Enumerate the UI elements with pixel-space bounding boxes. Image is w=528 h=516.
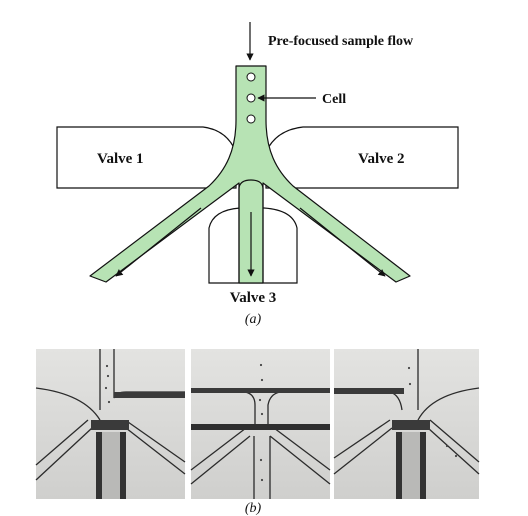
left-outlet-arrow — [116, 208, 201, 276]
flow-label: Pre-focused sample flow — [268, 34, 414, 49]
cell-3 — [247, 115, 255, 123]
panel-a-caption: (a) — [245, 312, 262, 327]
micrograph-panel-b: (b) — [36, 349, 479, 516]
valve-1-label: Valve 1 — [97, 151, 144, 167]
panel-b-caption: (b) — [245, 501, 262, 516]
micrograph-frame-1 — [36, 349, 185, 499]
micrograph-frame-2 — [191, 349, 330, 499]
right-outlet-arrow — [300, 208, 385, 276]
valve-3-label: Valve 3 — [230, 290, 277, 306]
cell-1 — [247, 73, 255, 81]
micrograph-frame-3 — [334, 349, 479, 499]
cell-2 — [247, 94, 255, 102]
valve-2-label: Valve 2 — [358, 151, 405, 167]
valve-1-block — [57, 127, 236, 188]
schematic-panel-a: Pre-focused sample flow Cell Valve 1 Val… — [57, 22, 458, 327]
cell-label: Cell — [322, 92, 346, 107]
